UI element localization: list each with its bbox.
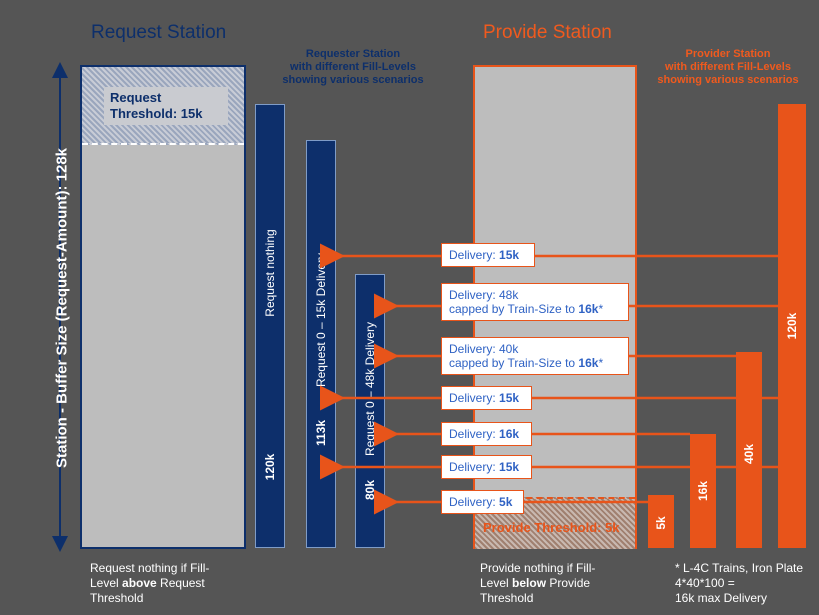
delivery-label: Delivery: 16k <box>441 422 532 446</box>
requester-subtitle: Requester Station with different Fill-Le… <box>268 48 438 87</box>
footnote-line2: 4*40*100 = <box>675 576 735 590</box>
request-note-prefix: Level <box>90 576 123 590</box>
delivery-value: 5k <box>499 495 513 509</box>
delivery-value: 15k <box>499 391 520 405</box>
request-threshold-line2: Threshold: 15k <box>110 106 203 121</box>
delivery-cap-value: 16k <box>578 356 599 370</box>
provide-station-title: Provide Station <box>483 22 612 43</box>
requester-subtitle-line2: with different Fill-Levels <box>290 61 416 73</box>
provider-bar-5k: 5k <box>648 495 674 548</box>
requester-subtitle-line3: showing various scenarios <box>282 74 424 86</box>
provide-note-suffix: Provide <box>546 576 591 590</box>
provide-note-line3: Threshold <box>480 591 534 605</box>
provider-subtitle: Provider Station with different Fill-Lev… <box>648 48 808 87</box>
provider-bar-value: 120k <box>785 312 799 340</box>
request-station-box: Request Threshold: 15k <box>80 65 246 549</box>
footnote-line1: * L-4C Trains, Iron Plate <box>675 561 804 575</box>
request-note: Request nothing if Fill- Level above Req… <box>90 561 260 606</box>
delivery-label: Delivery: 15k <box>441 455 532 479</box>
delivery-prefix: Delivery: <box>449 460 500 474</box>
delivery-prefix: Delivery: <box>449 495 500 509</box>
delivery-line1: Delivery: 48k <box>449 288 519 302</box>
provider-subtitle-line3: showing various scenarios <box>657 74 799 86</box>
request-station-title: Request Station <box>91 22 227 43</box>
request-note-bold: above <box>122 576 157 590</box>
delivery-label: Delivery: 15k <box>441 386 532 410</box>
delivery-cap-suffix: * <box>598 356 604 370</box>
request-note-line3: Threshold <box>90 591 144 605</box>
delivery-value: 15k <box>499 460 520 474</box>
request-threshold-line1: Request <box>110 90 162 105</box>
delivery-value: 15k <box>499 248 520 262</box>
delivery-cap-prefix: capped by Train-Size to <box>449 302 579 316</box>
delivery-label-capped: Delivery: 48k capped by Train-Size to 16… <box>441 283 629 321</box>
requester-subtitle-line1: Requester Station <box>305 48 401 60</box>
provider-subtitle-line1: Provider Station <box>685 48 771 60</box>
delivery-cap-prefix: capped by Train-Size to <box>449 356 579 370</box>
request-note-suffix: Request <box>156 576 205 590</box>
footnote-line3: 16k max Delivery <box>675 591 768 605</box>
buffer-axis-arrow <box>52 62 68 552</box>
delivery-prefix: Delivery: <box>449 391 500 405</box>
delivery-cap-suffix: * <box>598 302 604 316</box>
provide-note-line1: Provide nothing if Fill- <box>480 561 596 575</box>
delivery-prefix: Delivery: <box>449 248 500 262</box>
delivery-line1: Delivery: 40k <box>449 342 519 356</box>
provider-bar-value: 5k <box>654 515 668 530</box>
provider-bar-120k: 120k <box>778 104 806 548</box>
delivery-prefix: Delivery: <box>449 427 500 441</box>
provider-bar-40k: 40k <box>736 352 762 548</box>
requester-bar-113k: 113k Request 0 – 15k Delivery <box>306 140 336 548</box>
delivery-value: 16k <box>499 427 520 441</box>
provide-threshold-label: Provide Threshold: 5k <box>483 520 620 535</box>
provider-bar-value: 40k <box>742 443 756 464</box>
provider-subtitle-line2: with different Fill-Levels <box>665 61 791 73</box>
delivery-label: Delivery: 15k <box>441 243 535 267</box>
delivery-label: Delivery: 5k <box>441 490 524 514</box>
delivery-cap-value: 16k <box>578 302 599 316</box>
request-note-line1: Request nothing if Fill- <box>90 561 210 575</box>
provide-note-bold: below <box>512 576 547 590</box>
provider-bar-16k: 16k <box>690 434 716 548</box>
request-threshold-label: Request Threshold: 15k <box>104 87 228 125</box>
provider-bar-value: 16k <box>696 480 710 502</box>
delivery-label-capped: Delivery: 40k capped by Train-Size to 16… <box>441 337 629 375</box>
provide-note: Provide nothing if Fill- Level below Pro… <box>480 561 650 606</box>
footnote: * L-4C Trains, Iron Plate 4*40*100 = 16k… <box>675 561 815 606</box>
provide-note-prefix: Level <box>480 576 513 590</box>
requester-bar-120k: 120k Request nothing <box>255 104 285 548</box>
